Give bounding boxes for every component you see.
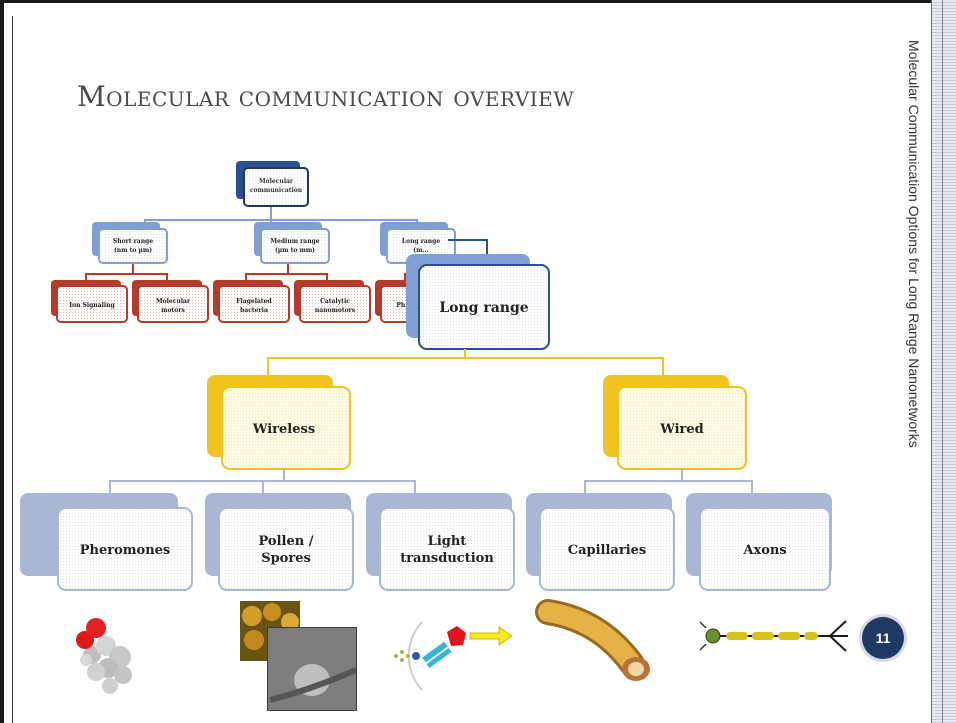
small-leaf-nanomotors-label: Catalytic [320, 298, 350, 305]
frame-inner-line [12, 16, 13, 723]
small-medium-label: Medium range [270, 238, 319, 245]
wireless-label: Wireless [252, 422, 315, 437]
page-number-badge: 11 [862, 617, 904, 659]
capillary-image [535, 599, 650, 681]
side-title: Molecular Communication Options for Long… [906, 40, 922, 448]
small-leaf-bacteria [213, 280, 290, 323]
wired-label: Wired [659, 422, 704, 437]
small-short-sub: (nm to µm) [114, 247, 152, 254]
leaf-connectors [109, 469, 753, 493]
small-long-sub: (m... [413, 247, 428, 254]
leaf-capillaries-box [526, 493, 675, 591]
small-leaf-nanomotors-label-2: nanomotors [315, 307, 356, 314]
zoom-connector [448, 239, 488, 256]
frame-right-line [931, 0, 932, 723]
leaf-axons-label: Axons [742, 543, 786, 558]
frame-left [0, 0, 4, 723]
light-transduction-image [394, 621, 513, 691]
small-leaf-motors-label-2: motors [161, 307, 185, 314]
small-root-node [236, 161, 309, 207]
leaf-light-label: Light [428, 534, 467, 549]
small-short-label: Short range [113, 238, 153, 245]
molecule-image [76, 618, 132, 694]
leaf-pollen-label-2: Spores [261, 551, 311, 566]
frame-right-stripe [932, 0, 956, 723]
small-long-label: Long range [402, 238, 440, 245]
small-leaf-ion [51, 280, 128, 323]
leaf-capillaries-label: Capillaries [568, 543, 646, 558]
small-leaf-bacteria-label: Flagelated [236, 298, 272, 305]
slide-title: Molecular communication overview [77, 80, 575, 113]
big-root-connectors [267, 349, 664, 375]
small-leaf-nanomotors [294, 280, 371, 323]
big-root-label: Long range [439, 300, 528, 316]
leaf-pollen-box [205, 493, 354, 591]
big-root-node [406, 254, 550, 350]
frame-top [0, 0, 956, 3]
wireless-node [207, 375, 351, 470]
pollen-image [240, 601, 358, 711]
leaf-light-box [366, 493, 515, 591]
small-medium-sub: (µm to mm) [275, 247, 315, 254]
small-leaf-ph-label: Ph... [396, 302, 411, 309]
leaf-pheromones-label: Pheromones [80, 543, 171, 558]
small-root-label-2: communication [250, 187, 303, 194]
leaf-light-label-2: transduction [400, 551, 494, 566]
axon-image [699, 620, 848, 652]
leaf-axons-box [686, 493, 832, 591]
leaf-pheromones-box [20, 493, 193, 591]
small-root-label: Molecular [259, 178, 294, 185]
frame-right-line2 [942, 0, 943, 723]
small-leaf-ion-label: Ion Signaling [69, 302, 115, 309]
small-leaf-motors [132, 280, 209, 323]
small-node-short [92, 222, 168, 264]
small-leaf-bacteria-label-2: bacteria [240, 307, 268, 314]
small-node-medium [254, 222, 330, 264]
leaf-pollen-label: Pollen / [259, 534, 314, 549]
small-leaf-motors-label: Molecular [156, 298, 191, 305]
